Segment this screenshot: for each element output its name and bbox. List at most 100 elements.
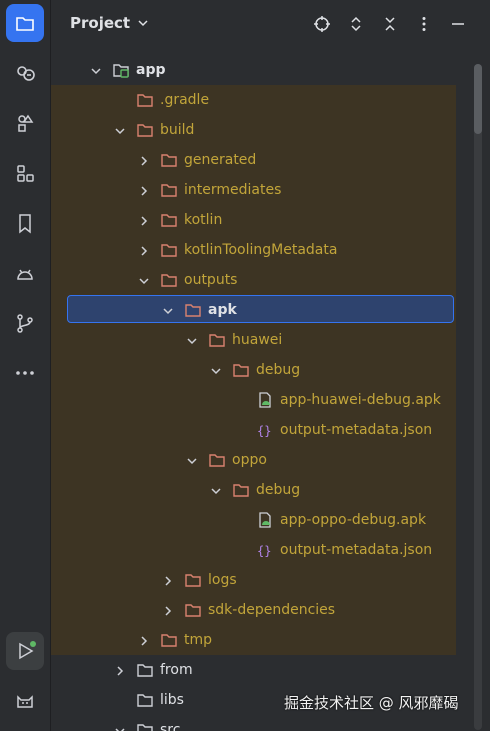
- tree-item-label: app: [136, 62, 166, 78]
- tree-row[interactable]: apk: [51, 295, 456, 325]
- locate-icon[interactable]: [310, 12, 334, 36]
- chevron-down-icon[interactable]: [209, 363, 223, 377]
- android-icon: [17, 269, 33, 280]
- tree-row[interactable]: debug: [51, 475, 456, 505]
- chevron-down-icon[interactable]: [185, 453, 199, 467]
- structure-icon: [17, 165, 34, 182]
- tree-row[interactable]: .gradle: [51, 85, 456, 115]
- chevron-down-icon[interactable]: [89, 63, 103, 77]
- project-view-selector[interactable]: Project: [70, 14, 150, 32]
- options-menu-icon[interactable]: [412, 12, 436, 36]
- folder-icon: [136, 121, 154, 139]
- folder-icon: [184, 601, 202, 619]
- tree-item-label: sdk-dependencies: [208, 602, 336, 618]
- project-tree[interactable]: app .gradle build generated intermediates kot…: [51, 55, 490, 731]
- tree-row[interactable]: sdk-dependencies: [51, 595, 456, 625]
- chevron-right-icon[interactable]: [137, 153, 151, 167]
- chevron-down-icon[interactable]: [209, 483, 223, 497]
- excluded-folder-highlight: [51, 85, 456, 655]
- tool-window-sidebar: [0, 0, 51, 731]
- scrollbar-thumb[interactable]: [474, 64, 482, 134]
- tree-item-label: build: [160, 122, 195, 138]
- tree-item-label: logs: [208, 572, 237, 588]
- chevron-right-icon[interactable]: [161, 573, 175, 587]
- collapse-all-icon[interactable]: [378, 12, 402, 36]
- tree-item-label: huawei: [232, 332, 283, 348]
- svg-text:{}: {}: [257, 424, 271, 438]
- watermark-text: 掘金技术社区 @ 风邪靡碣: [284, 694, 459, 712]
- tree-item-label: libs: [160, 692, 184, 708]
- tree-row[interactable]: app-huawei-debug.apk: [51, 385, 456, 415]
- tree-row[interactable]: kotlin: [51, 205, 456, 235]
- sidebar-button-more[interactable]: [6, 354, 44, 392]
- tree-row[interactable]: debug: [51, 355, 456, 385]
- tree-row[interactable]: outputs: [51, 265, 456, 295]
- tree-row[interactable]: {} output-metadata.json: [51, 535, 456, 565]
- chevron-right-icon[interactable]: [161, 603, 175, 617]
- tree-row[interactable]: src: [51, 715, 456, 731]
- tree-item-label: apk: [208, 302, 237, 318]
- tree-item-label: output-metadata.json: [280, 542, 433, 558]
- folder-icon: [136, 91, 154, 109]
- chevron-down-icon[interactable]: [161, 303, 175, 317]
- svg-text:{}: {}: [257, 544, 271, 558]
- sidebar-button-bookmark[interactable]: [6, 204, 44, 242]
- chevron-right-icon[interactable]: [137, 213, 151, 227]
- tree-row[interactable]: oppo: [51, 445, 456, 475]
- sidebar-button-folder[interactable]: [6, 4, 44, 42]
- folder-icon: [16, 17, 34, 31]
- chevron-right-icon[interactable]: [113, 663, 127, 677]
- module-folder-icon: [112, 61, 130, 79]
- minimize-icon[interactable]: [446, 12, 470, 36]
- tree-item-label: outputs: [184, 272, 238, 288]
- tree-item-label: intermediates: [184, 182, 282, 198]
- vertical-scrollbar[interactable]: [474, 64, 482, 730]
- sidebar-button-git-branch[interactable]: [6, 304, 44, 342]
- tree-row[interactable]: tmp: [51, 625, 456, 655]
- folder-icon: [136, 721, 154, 731]
- tree-row[interactable]: logs: [51, 565, 456, 595]
- folder-icon: [184, 571, 202, 589]
- copilot-icon: [17, 66, 35, 81]
- tree-row[interactable]: app: [51, 55, 456, 85]
- apk-file-icon: [256, 511, 274, 529]
- chevron-down-icon[interactable]: [113, 123, 127, 137]
- folder-icon: [160, 631, 178, 649]
- more-icon: [16, 371, 34, 375]
- tree-row[interactable]: huawei: [51, 325, 456, 355]
- tree-item-label: .gradle: [160, 92, 210, 108]
- cat-icon: [17, 695, 33, 708]
- tree-row[interactable]: libs: [51, 685, 456, 715]
- sidebar-button-run[interactable]: [6, 632, 44, 670]
- tree-row[interactable]: kotlinToolingMetadata: [51, 235, 456, 265]
- sidebar-button-shapes[interactable]: [6, 104, 44, 142]
- chevron-right-icon[interactable]: [137, 183, 151, 197]
- chevron-down-icon: [138, 20, 148, 27]
- chevron-right-icon[interactable]: [137, 633, 151, 647]
- chevron-down-icon[interactable]: [185, 333, 199, 347]
- tree-row[interactable]: intermediates: [51, 175, 456, 205]
- tree-row[interactable]: generated: [51, 145, 456, 175]
- tree-row[interactable]: {}output-metadata.json: [51, 415, 456, 445]
- folder-icon: [160, 211, 178, 229]
- chevron-right-icon[interactable]: [137, 243, 151, 257]
- tree-row[interactable]: build: [51, 115, 456, 145]
- tree-row[interactable]: app-oppo-debug.apk: [51, 505, 456, 535]
- project-panel: Project app .gradle build generated intermed…: [51, 0, 490, 731]
- tree-item-label: debug: [256, 362, 301, 378]
- chevron-down-icon[interactable]: [137, 273, 151, 287]
- sidebar-button-cat[interactable]: [6, 682, 44, 720]
- folder-icon: [160, 151, 178, 169]
- folder-icon: [208, 331, 226, 349]
- chevron-down-icon[interactable]: [113, 723, 127, 731]
- folder-icon: [232, 361, 250, 379]
- folder-icon: [160, 241, 178, 259]
- expand-all-icon[interactable]: [344, 12, 368, 36]
- sidebar-button-structure[interactable]: [6, 154, 44, 192]
- tree-item-label: src: [160, 722, 181, 731]
- folder-icon: [208, 451, 226, 469]
- tree-item-label: kotlin: [184, 212, 223, 228]
- sidebar-button-copilot[interactable]: [6, 54, 44, 92]
- sidebar-button-android[interactable]: [6, 254, 44, 292]
- tree-row[interactable]: from: [51, 655, 456, 685]
